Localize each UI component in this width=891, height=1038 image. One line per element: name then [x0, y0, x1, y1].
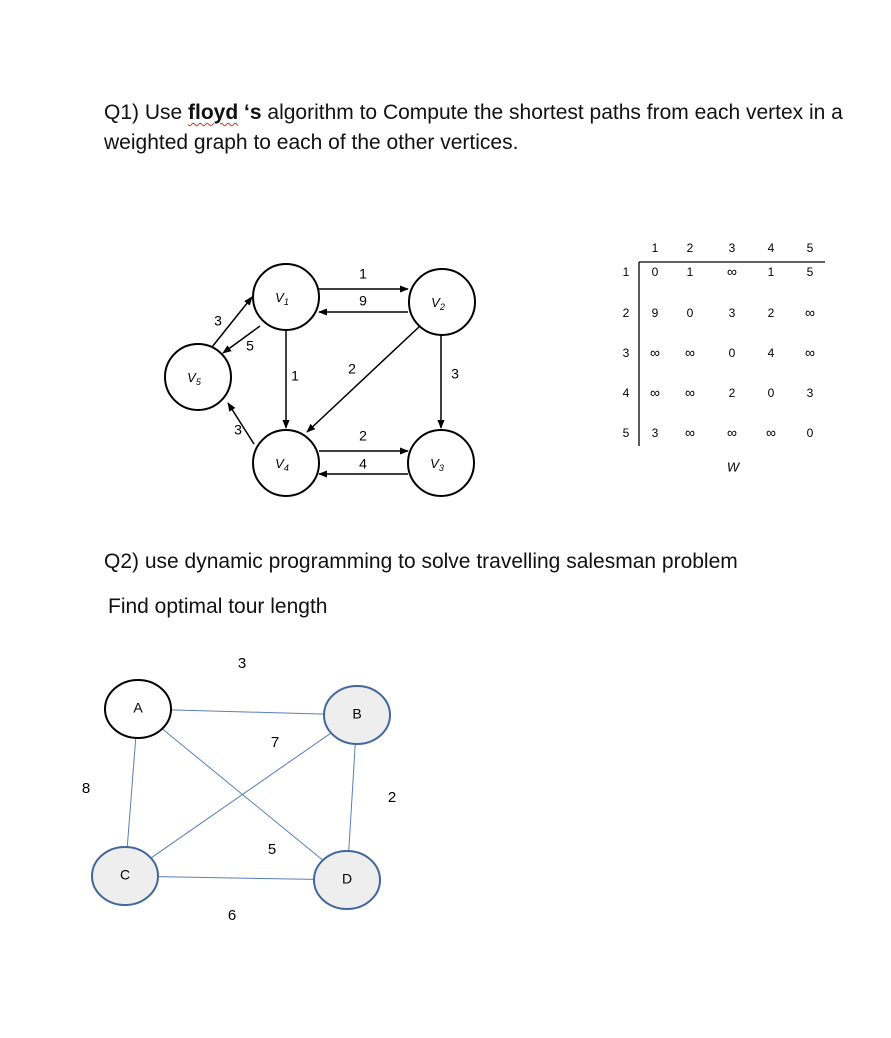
q1-suffix: algorithm to Compute the shortest paths … — [104, 101, 843, 154]
weight-matrix: 1 2 3 4 5 1 2 3 4 5 0 1 ∞ 1 5 9 0 3 2 ∞ ∞ ∞ 0 4 ∞ ∞ ∞ 2 0 3 3 ∞ ∞ ∞ 0W — [623, 241, 825, 474]
matrix-cell: ∞ — [685, 385, 695, 401]
question-1: Q1) Use floyd ‘s algorithm to Compute th… — [104, 98, 864, 158]
tsp-graph: 3 7 8 2 5 6 A B C D — [82, 655, 396, 924]
tsp-node-C — [91, 846, 159, 906]
matrix-cell: ∞ — [805, 305, 815, 321]
matrix-row-header: 1 — [623, 265, 630, 279]
matrix-col-header: 1 — [652, 241, 659, 255]
q1-apostrophe-s: ‘s — [238, 101, 262, 124]
vertex-v1 — [252, 263, 320, 331]
matrix-col-header: 3 — [729, 241, 736, 255]
tsp-edge-B-D — [348, 743, 356, 852]
matrix-cell: 2 — [729, 386, 736, 400]
matrix-row-header: 3 — [623, 346, 630, 360]
matrix-cell: ∞ — [727, 425, 737, 441]
matrix-row-header: 5 — [623, 426, 630, 440]
vertex-v2 — [408, 268, 476, 336]
tsp-edge-A-C — [126, 737, 137, 848]
matrix-cell: 4 — [768, 346, 775, 360]
matrix-cells: 1 2 3 4 5 1 2 3 4 5 0 1 ∞ 1 5 9 0 3 2 ∞ ∞ ∞ 0 4 ∞ ∞ ∞ 2 0 3 3 ∞ ∞ ∞ 0W — [623, 241, 815, 474]
vertex-v5 — [164, 343, 232, 411]
edge-v4-v5 — [227, 402, 255, 445]
tsp-weight-B-D: 2 — [388, 789, 396, 806]
matrix-cell: 1 — [687, 265, 694, 279]
matrix-cell: ∞ — [766, 425, 776, 441]
matrix-cell: 0 — [768, 386, 775, 400]
tsp-node-label-B: B — [352, 706, 361, 722]
matrix-cell: 1 — [768, 265, 775, 279]
tsp-node-B — [323, 685, 391, 745]
tsp-edges — [126, 709, 356, 880]
edge-weight-v3-v4: 4 — [359, 456, 367, 472]
matrix-cell: 2 — [768, 306, 775, 320]
edge-weight-v1-v5: 5 — [246, 338, 254, 354]
matrix-cell: ∞ — [685, 425, 695, 441]
matrix-cell: ∞ — [650, 345, 660, 361]
matrix-cell: 3 — [652, 426, 659, 440]
matrix-cell: 3 — [729, 306, 736, 320]
q1-prefix: Q1) Use — [104, 101, 189, 124]
matrix-cell: ∞ — [727, 264, 737, 280]
edge-weight-v1-v4: 1 — [291, 368, 299, 384]
matrix-cell: ∞ — [685, 345, 695, 361]
matrix-cell: 0 — [687, 306, 694, 320]
matrix-name: W — [727, 459, 741, 474]
matrix-col-header: 2 — [687, 241, 694, 255]
tsp-edge-A-B — [170, 709, 325, 715]
tsp-nodes: A B C D — [91, 679, 391, 910]
edge-v1-v5 — [222, 325, 261, 354]
tsp-edge-A-D — [161, 728, 324, 861]
directed-edge-weights: 1 9 1 5 3 2 3 2 4 3 — [214, 266, 459, 472]
edge-weight-v4-v5: 3 — [234, 422, 242, 438]
matrix-cell: 5 — [807, 265, 814, 279]
matrix-col-header: 5 — [807, 241, 814, 255]
tsp-edge-B-C — [150, 732, 332, 859]
tsp-edge-weights: 3 7 8 2 5 6 — [82, 655, 396, 924]
q1-floyd: floyd — [188, 101, 239, 124]
matrix-cell: 3 — [807, 386, 814, 400]
edge-v2-v4 — [306, 325, 421, 433]
tsp-node-D — [313, 850, 381, 910]
tsp-node-label-D: D — [342, 871, 352, 887]
matrix-cell: ∞ — [805, 345, 815, 361]
matrix-cell: 0 — [652, 265, 659, 279]
tsp-node-label-A: A — [133, 700, 143, 716]
edge-v5-v1 — [211, 296, 253, 348]
vertex-v4 — [252, 429, 320, 497]
matrix-cell: 0 — [729, 346, 736, 360]
tsp-edge-C-D — [157, 876, 315, 880]
matrix-cell: ∞ — [650, 385, 660, 401]
tsp-weight-A-B: 3 — [238, 655, 246, 672]
matrix-col-header: 4 — [768, 241, 775, 255]
edge-weight-v4-v3: 2 — [359, 428, 367, 444]
edge-weight-v1-v2: 1 — [359, 266, 367, 282]
edge-weight-v2-v3: 3 — [451, 366, 459, 382]
edge-weight-v2-v1: 9 — [359, 293, 367, 309]
tsp-weight-A-C: 8 — [82, 780, 90, 797]
question-2-subtitle: Find optimal tour length — [108, 595, 328, 618]
tsp-weight-B-C: 7 — [271, 734, 279, 751]
matrix-row-header: 2 — [623, 306, 630, 320]
tsp-weight-C-D: 6 — [228, 907, 236, 924]
edge-weight-v2-v4: 2 — [348, 361, 356, 377]
edge-weight-v5-v1: 3 — [214, 313, 222, 329]
tsp-node-label-C: C — [120, 867, 130, 883]
question-2: Q2) use dynamic programming to solve tra… — [104, 550, 738, 573]
vertex-v3 — [407, 429, 475, 497]
matrix-cell: 9 — [652, 306, 659, 320]
matrix-row-header: 4 — [623, 386, 630, 400]
tsp-node-A — [104, 679, 172, 739]
tsp-weight-A-D: 5 — [268, 841, 276, 858]
matrix-cell: 0 — [807, 426, 814, 440]
directed-edges — [211, 285, 445, 478]
